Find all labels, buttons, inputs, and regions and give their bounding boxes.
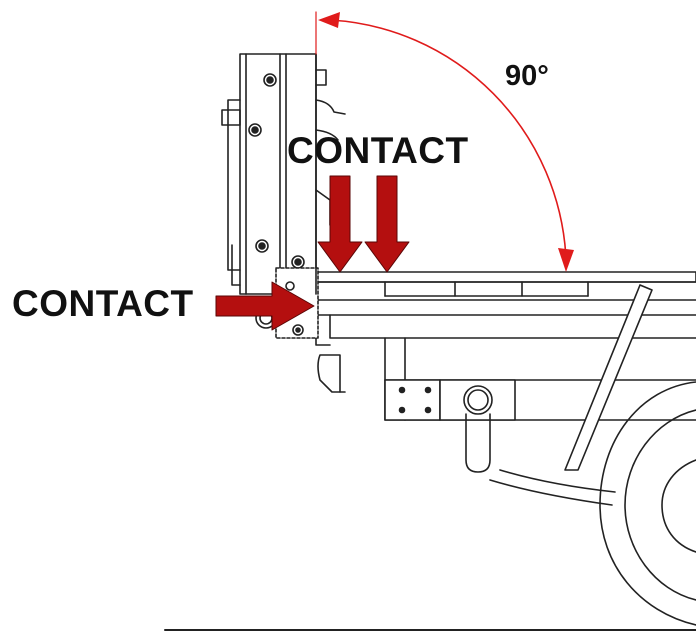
- angle-arc: [318, 12, 574, 272]
- angle-label: 90°: [505, 60, 549, 92]
- right-arrow-icon: [215, 281, 315, 331]
- contact-label-side: CONTACT: [12, 283, 194, 324]
- liftgate-stowed: [221, 53, 346, 339]
- rear-wheel: [599, 381, 696, 626]
- lower-bracket: [315, 314, 346, 393]
- down-arrow-right-icon: [364, 175, 410, 273]
- contact-label-top: CONTACT: [287, 130, 469, 171]
- contact-arrows: [215, 175, 410, 331]
- down-arrow-left-icon: [317, 175, 363, 273]
- chassis-frame: [384, 284, 696, 506]
